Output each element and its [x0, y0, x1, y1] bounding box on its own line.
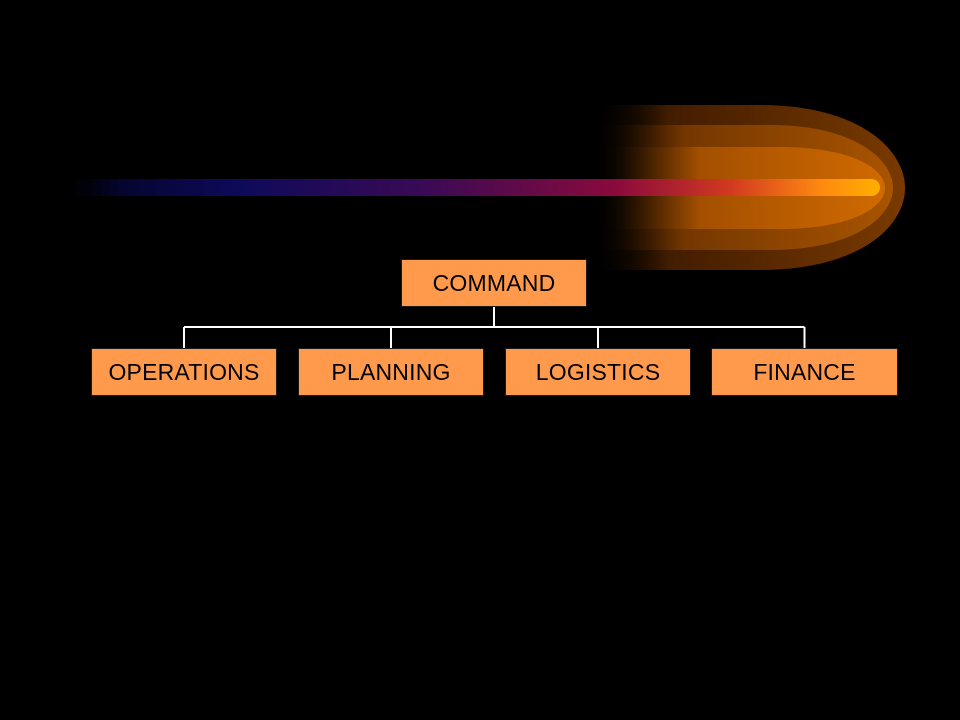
org-node-label: FINANCE: [753, 358, 856, 385]
org-node-label: COMMAND: [432, 269, 556, 296]
org-node-label: PLANNING: [331, 358, 451, 385]
org-node-root: COMMAND: [401, 259, 587, 307]
org-node-child: OPERATIONS: [91, 348, 277, 396]
org-node-child: PLANNING: [298, 348, 484, 396]
org-node-child: LOGISTICS: [505, 348, 691, 396]
org-node-child: FINANCE: [711, 348, 898, 396]
org-node-label: OPERATIONS: [108, 358, 260, 385]
org-node-label: LOGISTICS: [535, 358, 661, 385]
